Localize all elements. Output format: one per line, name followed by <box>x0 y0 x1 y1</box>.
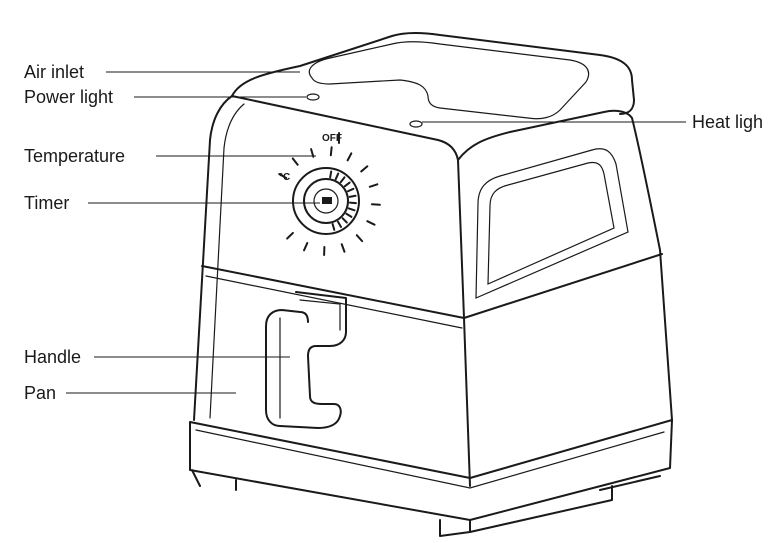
temperature-tick <box>370 203 381 206</box>
knob-pointer <box>322 197 332 204</box>
label-pan: Pan <box>24 383 56 403</box>
dial-off-text: OFF <box>322 133 342 144</box>
heat-light-icon <box>409 120 423 128</box>
timer-tick <box>334 172 340 181</box>
label-heat-light: Heat ligh <box>692 112 763 132</box>
temperature-tick <box>355 234 364 243</box>
timer-tick <box>343 181 351 188</box>
timer-tick <box>347 207 356 212</box>
right-side-window-inner <box>487 161 615 285</box>
timer-knob-center <box>313 188 339 214</box>
base-plinth <box>189 419 673 521</box>
body-left-edge <box>193 95 233 421</box>
label-air-inlet: Air inlet <box>24 62 84 82</box>
temperature-tick <box>278 173 288 179</box>
labels: Air inlet Power light Temperature Timer … <box>24 62 763 403</box>
timer-tick <box>341 217 348 224</box>
temperature-tick <box>286 231 294 240</box>
timer-tick <box>346 187 355 193</box>
body-right-side <box>631 117 673 421</box>
leader-lines <box>66 71 686 394</box>
pan-handle-inner <box>279 299 341 419</box>
timer-tick <box>329 170 333 179</box>
pan-handle <box>265 291 347 429</box>
temperature-scale-ticks <box>278 146 381 256</box>
timer-scale-ticks <box>329 170 357 231</box>
air-fryer-illustration: OFF °C <box>189 31 673 537</box>
timer-tick <box>339 176 346 184</box>
timer-knob-ring <box>303 178 349 224</box>
temperature-tick <box>360 165 369 173</box>
body-front-right-edge <box>457 159 465 319</box>
timer-tick <box>331 223 336 231</box>
air-inlet-recess <box>308 41 590 120</box>
dial: OFF °C <box>278 132 381 256</box>
pan-split-line <box>201 253 663 319</box>
body-left-inner-edge <box>209 103 245 419</box>
timer-tick <box>345 212 353 218</box>
temperature-tick <box>346 152 353 162</box>
timer-tick <box>337 220 342 228</box>
body-front-right-edge-lower <box>463 317 471 487</box>
pan-front <box>205 275 463 329</box>
right-side-window <box>475 148 629 299</box>
temperature-knob-ring <box>292 167 360 235</box>
temperature-tick <box>366 220 376 226</box>
body-top-edge <box>231 95 459 161</box>
timer-tick <box>348 194 357 198</box>
temperature-tick <box>329 146 333 157</box>
base-inner-line <box>195 429 665 489</box>
label-handle: Handle <box>24 347 81 367</box>
temperature-tick <box>303 242 309 252</box>
base-bottom <box>191 469 661 537</box>
label-temperature: Temperature <box>24 146 125 166</box>
temperature-tick <box>291 157 299 166</box>
temperature-tick <box>368 183 379 188</box>
label-timer: Timer <box>24 193 69 213</box>
label-power-light: Power light <box>24 87 113 107</box>
lid-top-outline <box>231 31 635 115</box>
power-light-icon <box>306 93 320 101</box>
temperature-tick <box>340 243 346 253</box>
